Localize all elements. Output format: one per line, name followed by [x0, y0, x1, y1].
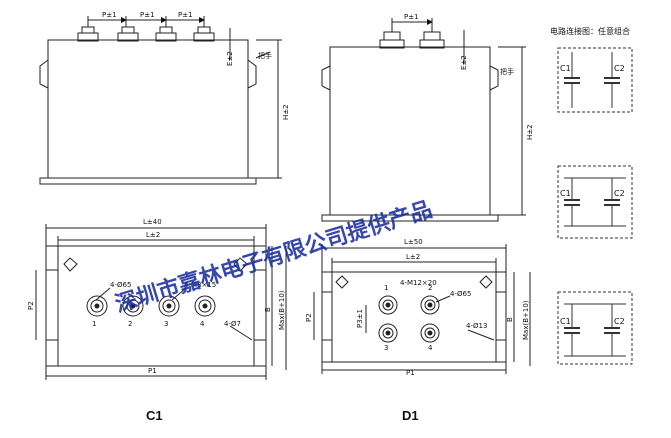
- d1-base-front: [321, 214, 499, 222]
- c1-mount-label: 4-Ø7: [224, 320, 241, 328]
- c1-handle-left: [39, 59, 49, 89]
- c1-handle-right: [247, 59, 257, 89]
- d1-top-view: [313, 244, 531, 374]
- d1-handle-left: [321, 65, 331, 91]
- d1-terminals-top: [365, 295, 495, 343]
- dim-l50: L±50: [404, 238, 423, 246]
- dim-e-d1: E±2: [460, 55, 468, 70]
- c1-hole-label: 4-Ø65: [110, 281, 131, 289]
- d1-mount-label: 4-Ø13: [466, 322, 487, 330]
- d1-front-view: [321, 18, 526, 222]
- c1-terminal-3: 3: [164, 320, 168, 328]
- handle-label-c1: 把手: [258, 51, 272, 60]
- dim-p1-c1: P1: [148, 367, 157, 375]
- dim-p-1: P±1: [102, 11, 117, 19]
- circuit-3-c2: C2: [614, 317, 625, 326]
- c1-thread-label: 4-M8×15: [184, 281, 216, 289]
- c1-body-top: [57, 245, 255, 367]
- d1-body-front: [329, 46, 491, 216]
- circuit-title: 电路连接图：任意组合: [550, 26, 630, 36]
- dim-b-c1: B: [264, 307, 272, 312]
- dim-p1-d1: P1: [406, 369, 415, 377]
- watermark: 深圳市嘉林电子有限公司提供产品: [112, 196, 435, 317]
- c1-terminal-1: 1: [92, 320, 96, 328]
- d1-terminal-4: 4: [428, 344, 433, 352]
- d1-terminal-1: 1: [384, 284, 388, 292]
- d1-hole-label: 4-Ø65: [450, 290, 471, 298]
- circuit-1-c1: C1: [560, 64, 571, 73]
- dim-l40: L±40: [143, 218, 162, 226]
- handle-label-d1: 把手: [500, 67, 514, 76]
- circuit-1-c2: C2: [614, 64, 625, 73]
- d1-hex-left: [335, 275, 349, 289]
- c1-hex-left: [63, 257, 78, 272]
- c1-front-terminals: [77, 26, 215, 42]
- dim-p-d1: P±1: [404, 13, 419, 21]
- dim-p-3: P±1: [178, 11, 193, 19]
- c1-body-front: [47, 39, 249, 179]
- circuit-3: [557, 291, 633, 365]
- c1-terminals-top: [86, 287, 253, 341]
- c1-front-view: [39, 16, 282, 185]
- circuit-2: [557, 165, 633, 239]
- c1-top-view: [35, 224, 287, 380]
- dim-max-d1: Max(B+10): [522, 300, 530, 340]
- dim-p-2: P±1: [140, 11, 155, 19]
- d1-handle-right: [489, 65, 499, 91]
- circuit-2-c2: C2: [614, 189, 625, 198]
- circuit-1: [557, 47, 633, 113]
- circuit-3-c1: C1: [560, 317, 571, 326]
- caption-d1: D1: [402, 408, 419, 423]
- dim-h-d1: H±2: [526, 124, 534, 140]
- dim-p2-c1: P2: [27, 301, 35, 310]
- circuit-2-c1: C1: [560, 189, 571, 198]
- c1-terminal-2: 2: [128, 320, 132, 328]
- dim-l2-d1: L±2: [406, 253, 420, 261]
- dim-b-d1: B: [506, 317, 514, 322]
- dim-p3-d1: P3±1: [356, 309, 364, 328]
- dim-p2-d1: P2: [305, 313, 313, 322]
- d1-thread-label: 4-M12×20: [400, 279, 437, 287]
- caption-c1: C1: [146, 408, 163, 423]
- d1-terminal-3: 3: [384, 344, 388, 352]
- dim-h-c1: H±2: [282, 104, 290, 120]
- d1-body-top: [331, 271, 497, 363]
- dim-e: E±2: [226, 51, 234, 66]
- c1-terminal-4: 4: [200, 320, 205, 328]
- dim-l2-c1: L±2: [146, 231, 160, 239]
- c1-hex-right: [233, 257, 248, 272]
- c1-base-front: [39, 177, 257, 185]
- dim-max-c1: Max(B+10): [278, 290, 286, 330]
- d1-terminal-2: 2: [428, 284, 432, 292]
- d1-hex-right: [479, 275, 493, 289]
